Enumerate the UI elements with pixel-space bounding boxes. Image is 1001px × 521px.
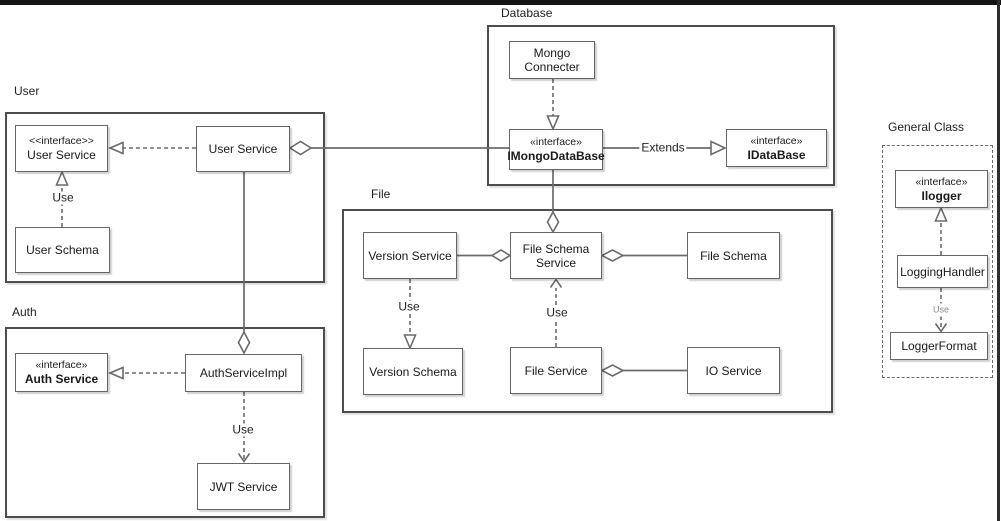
class-version-schema[interactable]: Version Schema: [363, 348, 463, 395]
class-name: LoggingHandler: [900, 264, 985, 279]
class-logginghandler[interactable]: LoggingHandler: [897, 255, 988, 288]
edge-authserviceimpl-realizes-authservice: [107, 366, 185, 380]
package-label-file: File: [371, 187, 391, 201]
class-authserviceimpl[interactable]: AuthServiceImpl: [185, 354, 302, 392]
class-mongo-connecter[interactable]: Mongo Connecter: [509, 41, 595, 79]
class-name: LoggerFormat: [901, 339, 977, 353]
class-name: File Schema: [700, 248, 767, 263]
edge-label-use-auth: Use: [230, 422, 256, 437]
edge-version-service-use-version-schema: [403, 279, 417, 351]
package-auth[interactable]: [5, 327, 325, 518]
class-authservice-interface[interactable]: «interface» Auth Service: [15, 353, 108, 392]
edge-authserviceimpl-aggregates-user-service: [237, 172, 251, 355]
class-file-schema[interactable]: File Schema: [687, 232, 780, 279]
class-jwt-service[interactable]: JWT Service: [197, 463, 290, 510]
stereotype-label: «interface»: [35, 359, 88, 371]
package-label-user: User: [14, 84, 40, 98]
class-name: Version Service: [368, 248, 452, 263]
class-name: User Schema: [26, 243, 99, 257]
class-name: IDataBase: [747, 147, 806, 162]
class-file-service[interactable]: File Service: [510, 347, 602, 394]
class-name: User Service: [27, 148, 96, 162]
edge-file-service-aggregates-io-service: [600, 364, 687, 377]
package-file[interactable]: [342, 209, 833, 413]
class-name: Mongo Connecter: [524, 46, 580, 74]
edge-user-service-aggregates-imongodatabase: [288, 140, 509, 156]
window-right-edge: [997, 0, 1000, 521]
package-label-database: Database: [501, 6, 553, 20]
class-imongodatabase[interactable]: «interface» IMongoDataBase: [507, 129, 605, 170]
edge-file-schema-service-aggregates-version-service: [457, 249, 512, 262]
stereotype-label: «interface»: [530, 136, 582, 148]
stereotype-label: «interface»: [915, 175, 968, 188]
edge-label-extends: Extends: [639, 140, 687, 155]
class-user-schema[interactable]: User Schema: [15, 227, 110, 273]
class-iuser-service[interactable]: <<interface>> User Service: [15, 125, 108, 172]
edge-label-use-user: Use: [50, 190, 76, 205]
package-database[interactable]: [487, 25, 835, 186]
edge-label-use-file: Use: [544, 305, 570, 320]
class-user-service[interactable]: User Service: [196, 126, 290, 172]
class-loggerformat[interactable]: LoggerFormat: [890, 332, 988, 360]
package-label-general-class: General Class: [888, 120, 965, 134]
edge-mongo-connecter-realizes-imongodatabase: [546, 79, 560, 132]
window-top-edge: [0, 0, 1001, 5]
edge-label-use-logger: Use: [930, 303, 952, 317]
edge-authserviceimpl-use-jwt-service: [237, 392, 251, 463]
class-name: Version Schema: [369, 364, 457, 379]
class-name: File Schema Service: [522, 241, 590, 270]
class-io-service[interactable]: IO Service: [687, 347, 780, 394]
class-name: Auth Service: [24, 372, 99, 386]
class-ilogger[interactable]: «interface» Ilogger: [895, 170, 988, 208]
edge-logginghandler-realizes-ilogger: [934, 205, 948, 255]
class-idatabase[interactable]: «interface» IDataBase: [726, 129, 827, 167]
edge-label-use-version: Use: [396, 299, 422, 314]
stereotype-label: <<interface>>: [29, 135, 94, 147]
class-name: Ilogger: [921, 188, 962, 203]
class-name: IO Service: [705, 363, 762, 378]
package-user[interactable]: [5, 112, 325, 283]
class-name: AuthServiceImpl: [199, 366, 288, 380]
package-general-class[interactable]: [882, 145, 993, 378]
package-label-auth: Auth: [12, 305, 37, 319]
edge-user-service-realizes-iuser-service: [107, 141, 196, 155]
class-name: JWT Service: [209, 479, 278, 494]
class-name: User Service: [208, 142, 278, 156]
class-file-schema-service[interactable]: File Schema Service: [510, 232, 602, 279]
edge-file-schema-service-aggregates-imongodatabase: [546, 170, 560, 234]
class-name: File Service: [524, 363, 588, 378]
stereotype-label: «interface»: [750, 134, 803, 147]
class-version-service[interactable]: Version Service: [363, 232, 457, 279]
class-name: IMongoDataBase: [507, 149, 605, 163]
edge-file-schema-service-aggregates-file-schema: [600, 249, 687, 262]
